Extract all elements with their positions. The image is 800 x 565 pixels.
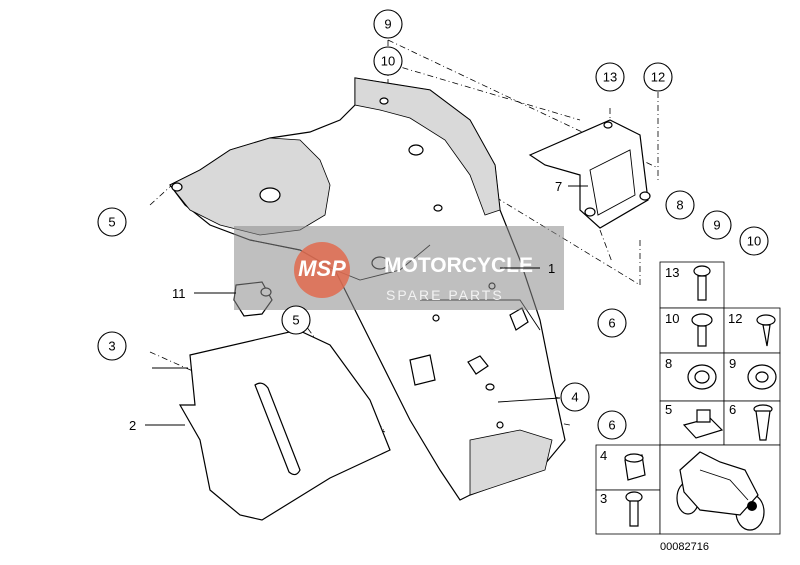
watermark-line1: MOTORCYCLE xyxy=(384,254,533,277)
callout-1[interactable]: 1 xyxy=(548,261,555,276)
legend-item-9[interactable]: 9 xyxy=(723,352,781,402)
svg-text:1: 1 xyxy=(548,261,555,276)
watermark-logo: MSP xyxy=(298,256,346,281)
svg-text:6: 6 xyxy=(608,316,615,331)
svg-text:5: 5 xyxy=(292,313,299,328)
part-2-cover-plate xyxy=(178,329,391,521)
svg-text:4: 4 xyxy=(600,448,607,463)
callout-3[interactable]: 3 xyxy=(97,331,127,361)
callout-4[interactable]: 4 xyxy=(560,382,590,412)
svg-text:6: 6 xyxy=(729,402,736,417)
part-7-bracket xyxy=(528,119,651,229)
callout-2[interactable]: 2 xyxy=(129,418,136,433)
callout-8[interactable]: 8 xyxy=(665,190,695,220)
watermark-line2: SPARE PARTS xyxy=(386,287,504,303)
callout-5-left[interactable]: 5 xyxy=(97,207,127,237)
svg-text:3: 3 xyxy=(108,339,115,354)
svg-text:10: 10 xyxy=(381,54,395,69)
legend-item-5[interactable]: 5 xyxy=(659,400,725,446)
callout-6-lower[interactable]: 6 xyxy=(597,410,627,440)
callout-9-top[interactable]: 9 xyxy=(373,9,403,39)
hardware-legend: 13 10 12 8 9 5 xyxy=(595,261,781,535)
svg-text:10: 10 xyxy=(665,311,679,326)
callout-13[interactable]: 13 xyxy=(595,62,625,92)
legend-item-4[interactable]: 4 xyxy=(595,444,661,491)
legend-item-3[interactable]: 3 xyxy=(595,489,661,535)
svg-text:9: 9 xyxy=(384,17,391,32)
callout-11[interactable]: 11 xyxy=(172,286,186,301)
svg-text:6: 6 xyxy=(608,418,615,433)
location-marker xyxy=(747,501,757,511)
leader-lines xyxy=(145,185,588,426)
motorcycle-location-thumbnail xyxy=(659,444,781,535)
svg-text:5: 5 xyxy=(665,402,672,417)
svg-text:3: 3 xyxy=(600,491,607,506)
callout-10-top[interactable]: 10 xyxy=(373,46,403,76)
legend-item-10[interactable]: 10 xyxy=(659,307,725,354)
svg-text:8: 8 xyxy=(665,356,672,371)
callout-5-mid[interactable]: 5 xyxy=(281,305,311,335)
legend-item-12[interactable]: 12 xyxy=(723,307,781,354)
svg-text:5: 5 xyxy=(108,215,115,230)
watermark: MSP MOTORCYCLE SPARE PARTS xyxy=(234,226,564,310)
svg-text:10: 10 xyxy=(747,234,761,249)
svg-text:12: 12 xyxy=(728,311,742,326)
callout-9-right[interactable]: 9 xyxy=(702,210,732,240)
legend-item-8[interactable]: 8 xyxy=(659,352,725,402)
callout-12[interactable]: 12 xyxy=(643,62,673,92)
legend-item-6[interactable]: 6 xyxy=(723,400,781,446)
callout-7[interactable]: 7 xyxy=(555,179,562,194)
callouts: 9 10 13 12 5 7 8 9 10 1 11 5 6 3 4 2 6 xyxy=(97,9,769,440)
legend-item-13[interactable]: 13 xyxy=(659,261,725,309)
callout-6-upper[interactable]: 6 xyxy=(597,308,627,338)
svg-text:2: 2 xyxy=(129,418,136,433)
svg-text:9: 9 xyxy=(729,356,736,371)
svg-text:12: 12 xyxy=(651,70,665,85)
svg-text:13: 13 xyxy=(603,70,617,85)
svg-text:9: 9 xyxy=(713,218,720,233)
callout-10-right[interactable]: 10 xyxy=(739,226,769,256)
svg-text:11: 11 xyxy=(172,286,186,301)
svg-text:4: 4 xyxy=(571,390,578,405)
svg-text:8: 8 xyxy=(676,198,683,213)
svg-text:7: 7 xyxy=(555,179,562,194)
svg-text:13: 13 xyxy=(665,265,679,280)
document-number: 00082716 xyxy=(660,541,709,553)
